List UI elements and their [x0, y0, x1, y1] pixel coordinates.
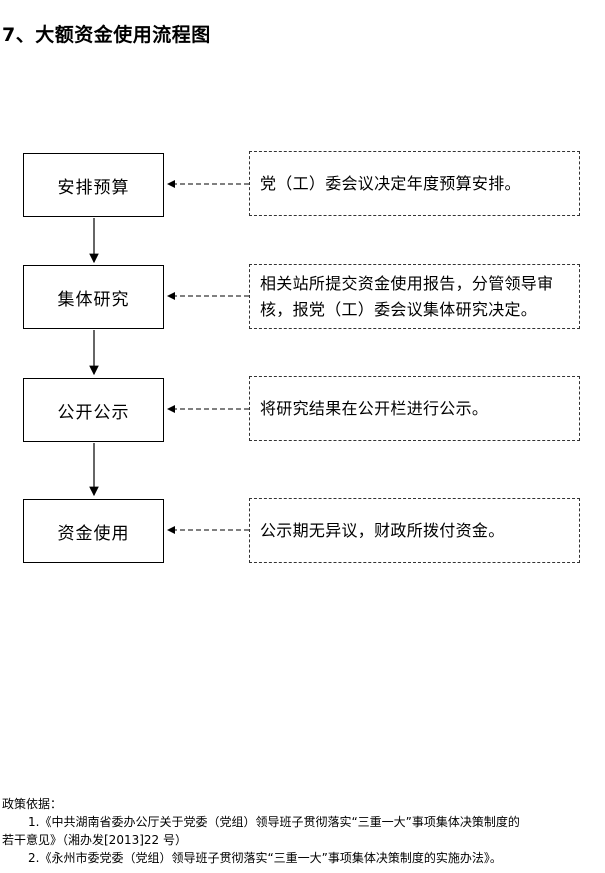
step-budget: 安排预算 — [23, 153, 164, 217]
policy-basis: 政策依据： 1.《中共湖南省委办公厅关于党委（党组）领导班子贯彻落实“三重一大”… — [2, 795, 604, 867]
note-budget-text: 党（工）委会议决定年度预算安排。 — [260, 173, 521, 193]
step-fund-use: 资金使用 — [23, 499, 164, 563]
note-collective-study-text: 相关站所提交资金使用报告，分管领导审核，报党（工）委会议集体研究决定。 — [260, 273, 554, 319]
note-public-notice: 将研究结果在公开栏进行公示。 — [249, 376, 580, 441]
page-title: 7、大额资金使用流程图 — [2, 24, 211, 46]
note-public-notice-text: 将研究结果在公开栏进行公示。 — [260, 398, 489, 418]
step-public-notice: 公开公示 — [23, 378, 164, 442]
step-collective-study: 集体研究 — [23, 265, 164, 329]
note-budget: 党（工）委会议决定年度预算安排。 — [249, 151, 580, 216]
policy-item-1-cont: 若干意见》（湘办发[2013]22 号） — [2, 833, 187, 847]
note-collective-study: 相关站所提交资金使用报告，分管领导审核，报党（工）委会议集体研究决定。 — [249, 264, 580, 329]
policy-item-2: 2.《永州市委党委（党组）领导班子贯彻落实“三重一大”事项集体决策制度的实施办法… — [28, 851, 502, 865]
note-fund-use: 公示期无异议，财政所拨付资金。 — [249, 498, 580, 563]
note-fund-use-text: 公示期无异议，财政所拨付资金。 — [260, 520, 505, 540]
policy-item-1: 1.《中共湖南省委办公厅关于党委（党组）领导班子贯彻落实“三重一大”事项集体决策… — [28, 815, 520, 829]
policy-heading: 政策依据： — [2, 797, 63, 811]
